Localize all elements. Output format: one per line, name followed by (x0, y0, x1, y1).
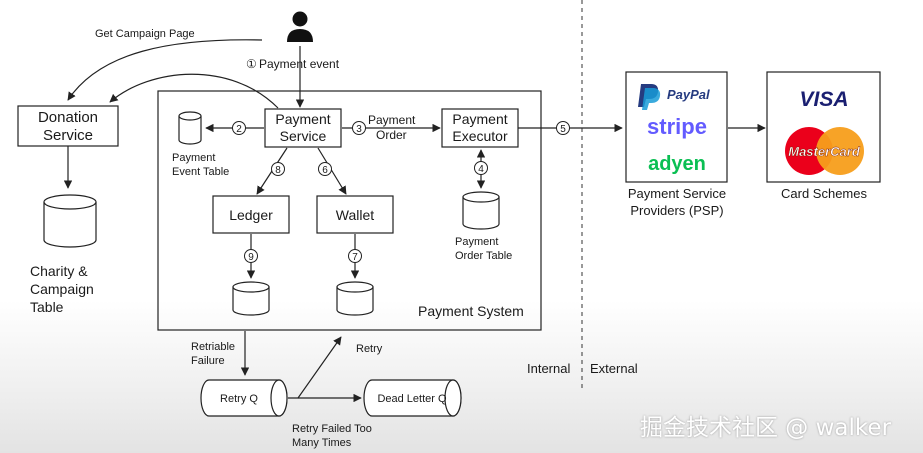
visa-logo: VISA (799, 88, 848, 111)
retriable-failure-line2: Failure (191, 355, 225, 367)
card-schemes-label: Card Schemes (781, 186, 867, 201)
wallet-db-icon (336, 281, 374, 316)
payment-event-table-line1: Payment (172, 152, 215, 164)
paypal-text: PayPal (667, 87, 710, 102)
mastercard-logo: MasterCard (785, 127, 864, 175)
retry-queue-label: Retry Q (220, 393, 258, 405)
step-7-badge (348, 249, 362, 263)
internal-label: Internal (527, 361, 570, 376)
step-3: 3 (356, 124, 362, 135)
dead-letter-queue-icon (363, 379, 462, 417)
wallet-label: Wallet (336, 207, 374, 223)
payment-executor-box (441, 108, 519, 148)
payment-executor-line1: Payment (452, 111, 507, 127)
retry-arrow (288, 336, 342, 399)
step-2: 2 (236, 124, 242, 135)
payment-order-db-icon (462, 191, 500, 230)
stripe-logo: stripe (647, 114, 707, 139)
ledger-box (212, 195, 290, 234)
external-label: External (590, 361, 638, 376)
step-5: 5 (560, 124, 566, 135)
payment-service-box (264, 108, 342, 148)
step-2-badge (232, 121, 246, 135)
payment-service-line1: Payment (275, 111, 330, 127)
donation-service-line2: Service (43, 127, 93, 144)
step-8: 8 (275, 165, 281, 176)
charity-table-line3: Table (30, 299, 64, 315)
donation-service-box (17, 105, 119, 147)
get-campaign-arrow (67, 39, 263, 101)
payment-system-label: Payment System (418, 303, 524, 319)
user-icon (287, 11, 313, 42)
step-9: 9 (248, 252, 254, 263)
payment-order-line1: Payment (368, 113, 416, 127)
payment-order-table-line2: Order Table (455, 250, 512, 262)
donation-service-line1: Donation (38, 109, 98, 126)
retry-label: Retry (356, 343, 383, 355)
mastercard-text: MasterCard (788, 144, 861, 159)
payment-event-table-line2: Event Table (172, 166, 229, 178)
step-4: 4 (478, 164, 484, 175)
service-to-wallet-arrow (317, 147, 347, 195)
step-7: 7 (352, 252, 358, 263)
dead-letter-queue-label: Dead Letter Q (377, 393, 447, 405)
step-6-badge (318, 162, 332, 176)
payment-executor-line2: Executor (452, 128, 508, 144)
get-campaign-page-label: Get Campaign Page (95, 28, 195, 40)
step-9-badge (244, 249, 258, 263)
ledger-db-icon (232, 281, 270, 316)
retry-failed-line2: Many Times (292, 437, 352, 449)
step-6: 6 (322, 165, 328, 176)
wallet-box (316, 195, 394, 234)
retriable-failure-line1: Retriable (191, 341, 235, 353)
payment-order-line2: Order (376, 128, 407, 142)
service-to-donation-arrow (109, 73, 279, 109)
step-1: ① (246, 57, 257, 71)
ledger-label: Ledger (229, 207, 273, 223)
payment-event-db-icon (178, 111, 202, 145)
payment-event-label: Payment event (259, 57, 340, 71)
retry-queue-icon (200, 379, 288, 417)
retry-failed-line1: Retry Failed Too (292, 423, 372, 435)
payment-service-line2: Service (280, 128, 327, 144)
payment-system-boundary (157, 90, 542, 331)
watermark: 掘金技术社区 @ walker (640, 415, 892, 441)
charity-table-line1: Charity & (30, 263, 88, 279)
paypal-logo: PayPal (638, 84, 710, 110)
adyen-logo: adyen (648, 153, 706, 175)
step-3-badge (352, 121, 366, 135)
psp-label-line2: Providers (PSP) (630, 203, 723, 218)
step-8-badge (271, 162, 285, 176)
step-4-badge (474, 161, 488, 175)
psp-label-line1: Payment Service (628, 186, 726, 201)
charity-table-line2: Campaign (30, 281, 94, 297)
payment-order-table-line1: Payment (455, 236, 498, 248)
step-5-badge (556, 121, 570, 135)
charity-campaign-db-icon (43, 194, 97, 248)
